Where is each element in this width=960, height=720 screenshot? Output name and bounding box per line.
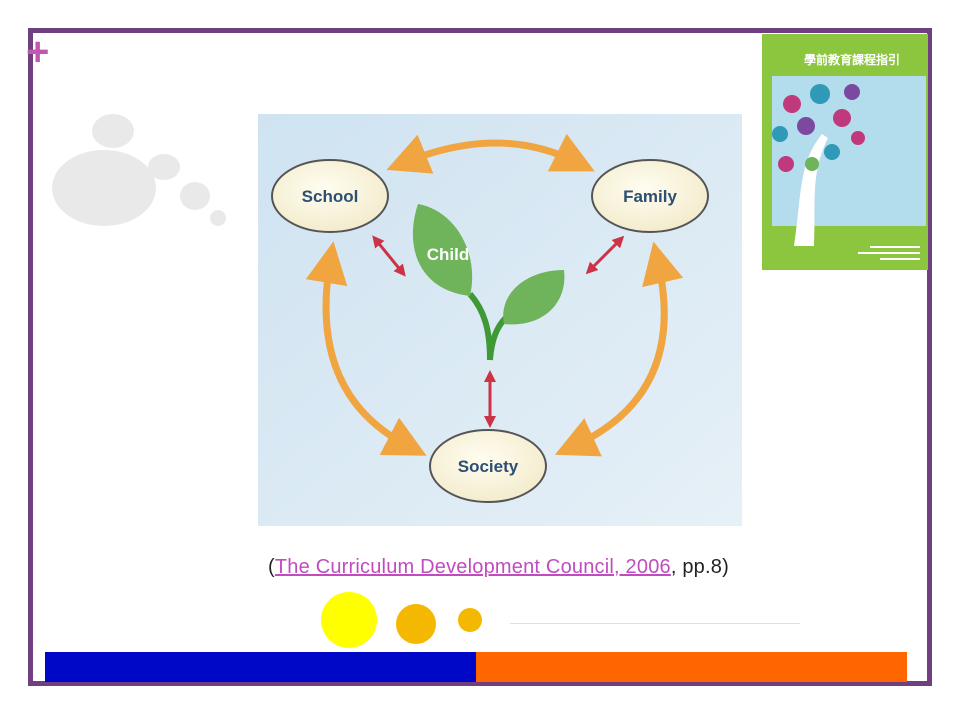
family-label: Family: [623, 187, 677, 206]
arrow-family-child: [585, 235, 625, 275]
decor-bubble-mid: [148, 154, 180, 180]
plus-icon: +: [26, 30, 50, 74]
society-node: [429, 429, 547, 503]
family-node: [591, 159, 709, 233]
footer-bar-blue: [45, 652, 476, 682]
tree-icon: [772, 84, 865, 246]
book-title: 學前教育課程指引: [804, 52, 900, 67]
child-environment-diagram: School Family Society Child: [258, 114, 742, 526]
arrow-family-society: [554, 241, 684, 457]
decor-dot-gold: [396, 604, 436, 644]
arrow-school-society: [305, 241, 427, 456]
school-node: [271, 159, 389, 233]
arrow-school-family: [386, 133, 595, 174]
book-cover-image: 學前教育課程指引: [762, 34, 928, 270]
arrow-school-child: [372, 235, 406, 277]
citation: (The Curriculum Development Council, 200…: [268, 556, 729, 579]
society-label: Society: [458, 457, 519, 476]
decor-dot-small: [458, 608, 482, 632]
citation-pages: , pp.8): [670, 556, 729, 578]
footer-bar-orange: [476, 652, 907, 682]
citation-open: (: [268, 556, 275, 578]
decor-bubble-large: [52, 150, 156, 226]
decor-line: [510, 623, 800, 624]
decor-bubble-top: [92, 114, 134, 148]
slide-frame: [28, 28, 932, 686]
citation-link[interactable]: The Curriculum Development Council, 2006: [274, 556, 671, 578]
decor-bubble-tiny: [210, 210, 226, 226]
school-label: School: [302, 187, 359, 206]
decor-dot-yellow: [321, 592, 377, 648]
decor-bubble-small: [180, 182, 210, 210]
child-label: Child: [427, 245, 470, 264]
plant-icon: [412, 204, 565, 361]
